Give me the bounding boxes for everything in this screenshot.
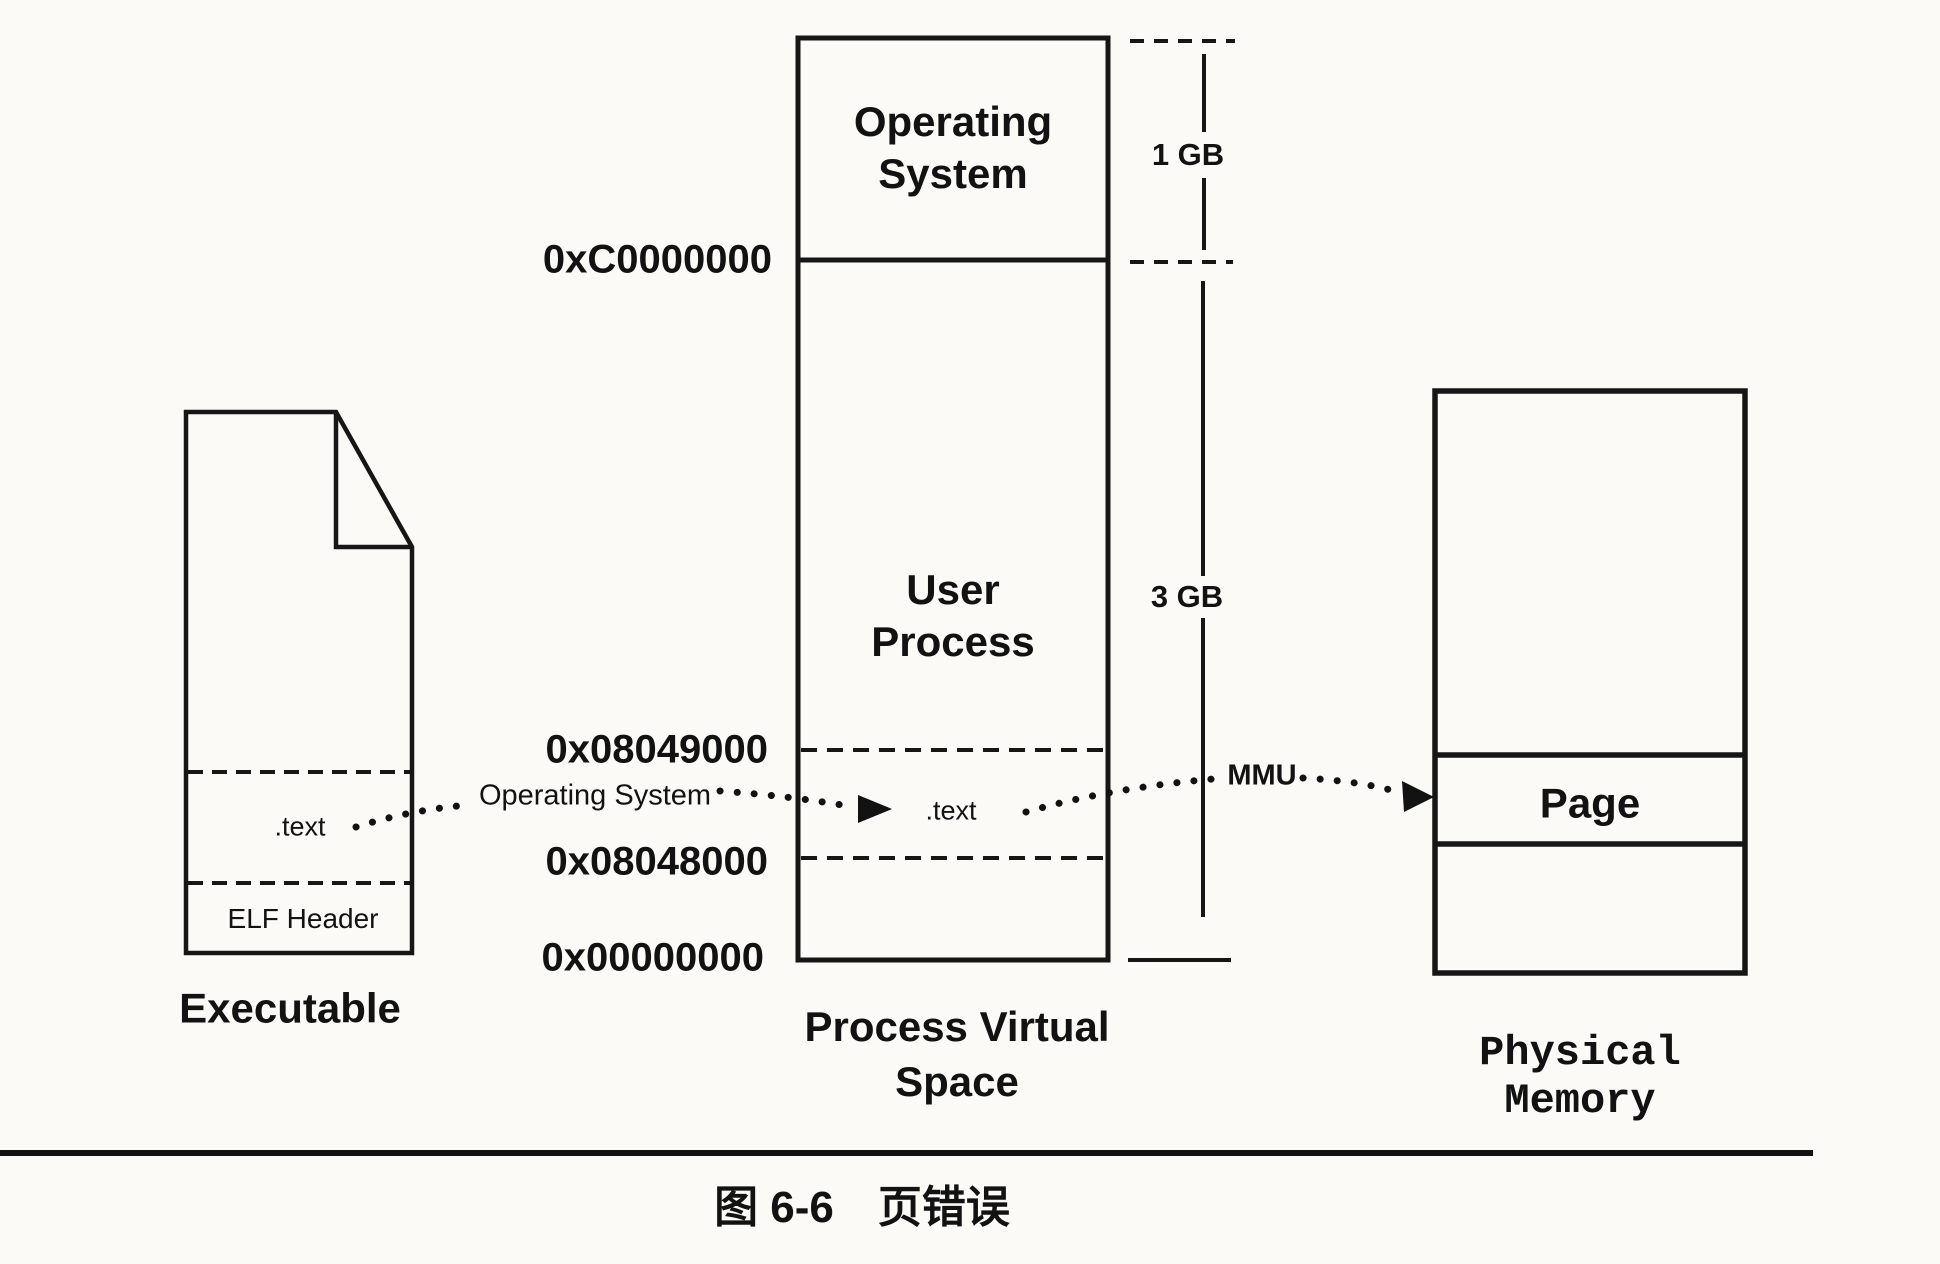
load-arrow-dots-right bbox=[716, 787, 852, 810]
address-label-0x00000000: 0x00000000 bbox=[541, 935, 764, 980]
executable-outline bbox=[183, 409, 415, 956]
os-size-label: 1 GB bbox=[1151, 137, 1225, 172]
loader-arrow-label: Operating System bbox=[478, 779, 712, 812]
mmu-arrow-dots-left bbox=[1022, 775, 1217, 816]
figure-caption: 图 6-6 页错误 bbox=[714, 1183, 1010, 1232]
elf-header-label: ELF Header bbox=[227, 903, 379, 934]
executable-text-section-label: .text bbox=[274, 811, 326, 842]
user-region-label: User Process bbox=[871, 566, 1035, 665]
virtual-space-box bbox=[795, 35, 1111, 963]
mmu-arrow-head bbox=[1402, 781, 1434, 812]
address-label-0xc0000000: 0xC0000000 bbox=[542, 237, 772, 282]
load-arrow-head bbox=[858, 795, 892, 823]
page-label: Page bbox=[1539, 779, 1641, 827]
load-arrow-dots-left bbox=[352, 801, 472, 831]
executable-title: Executable bbox=[179, 984, 401, 1032]
os-region-label: Operating System bbox=[853, 98, 1053, 197]
address-label-0x08049000: 0x08049000 bbox=[545, 727, 768, 772]
user-size-label: 3 GB bbox=[1150, 579, 1224, 614]
mmu-arrow-dots-right bbox=[1299, 774, 1402, 796]
virtual-space-title: Process Virtual Space bbox=[804, 1003, 1110, 1105]
address-label-0x08048000: 0x08048000 bbox=[545, 839, 768, 884]
physical-memory-box bbox=[1432, 388, 1748, 976]
physical-memory-title: Physical Memory bbox=[1479, 1029, 1681, 1125]
executable-fold-flap bbox=[333, 412, 412, 550]
mmu-arrow-label: MMU bbox=[1227, 759, 1297, 792]
virtual-space-text-section-label: .text bbox=[925, 795, 977, 826]
